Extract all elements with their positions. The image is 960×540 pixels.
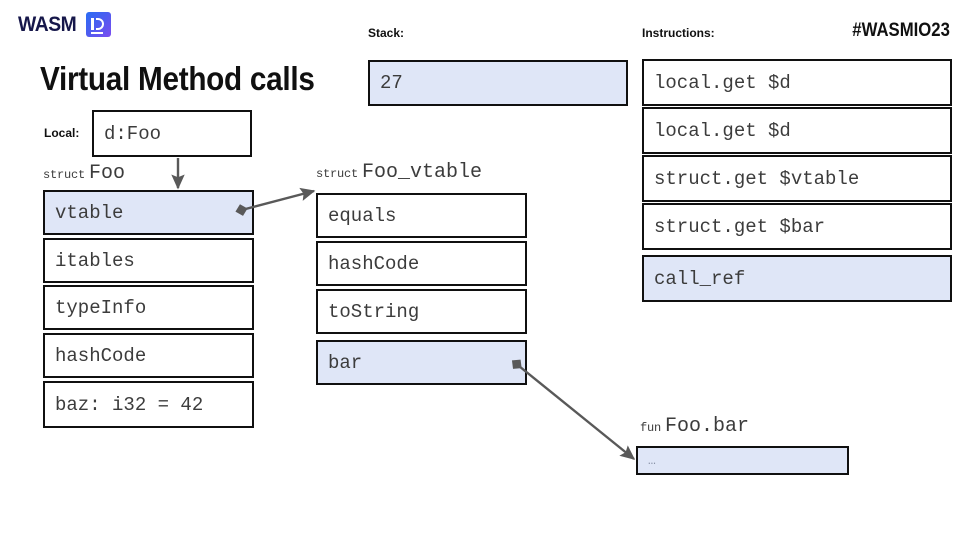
instruction-item-1: local.get $d xyxy=(642,107,952,154)
struct-foo-field-itables: itables xyxy=(43,238,254,283)
local-value-box: d:Foo xyxy=(92,110,252,157)
fun-name: Foo.bar xyxy=(665,415,750,438)
jetbrains-logo-icon xyxy=(86,12,112,37)
struct-vtable-field-equals: equals xyxy=(316,193,527,238)
struct-vtable-keyword: struct xyxy=(316,167,359,181)
struct-foo-keyword: struct xyxy=(43,168,86,182)
struct-vtable-field-bar: bar xyxy=(316,340,527,385)
struct-foo-field-typeinfo: typeInfo xyxy=(43,285,254,330)
struct-foo-name: Foo xyxy=(89,162,126,185)
instruction-item-2: struct.get $vtable xyxy=(642,155,952,202)
logo-wordmark: WASM xyxy=(18,12,77,36)
fun-keyword: fun xyxy=(640,421,662,435)
struct-vtable-field-hashcode: hashCode xyxy=(316,241,527,286)
instruction-item-0: local.get $d xyxy=(642,59,952,106)
logo-mark-underline xyxy=(91,31,104,34)
instruction-item-4: call_ref xyxy=(642,255,952,302)
struct-vtable-field-tostring: toString xyxy=(316,289,527,334)
event-hashtag: #WASMIO23 xyxy=(852,20,950,41)
struct-foo-field-hashcode: hashCode xyxy=(43,333,254,378)
local-label: Local: xyxy=(44,126,80,140)
instruction-item-3: struct.get $bar xyxy=(642,203,952,250)
struct-vtable-name: Foo_vtable xyxy=(362,161,483,184)
struct-foo-field-baz: baz: i32 = 42 xyxy=(43,381,254,428)
stack-item-0: 27 xyxy=(368,60,628,106)
struct-foo-field-vtable: vtable xyxy=(43,190,254,235)
logo-mark-d xyxy=(96,18,105,30)
wasm-io-logo: WASM xyxy=(18,12,112,37)
instructions-label: Instructions: xyxy=(642,26,715,40)
stack-label: Stack: xyxy=(368,26,405,40)
arrow-bar-to-fun-foo-bar xyxy=(511,359,636,460)
page-title: Virtual Method calls xyxy=(40,60,315,97)
fun-foo-bar-body: … xyxy=(636,446,849,475)
logo-mark-bar xyxy=(91,18,94,30)
